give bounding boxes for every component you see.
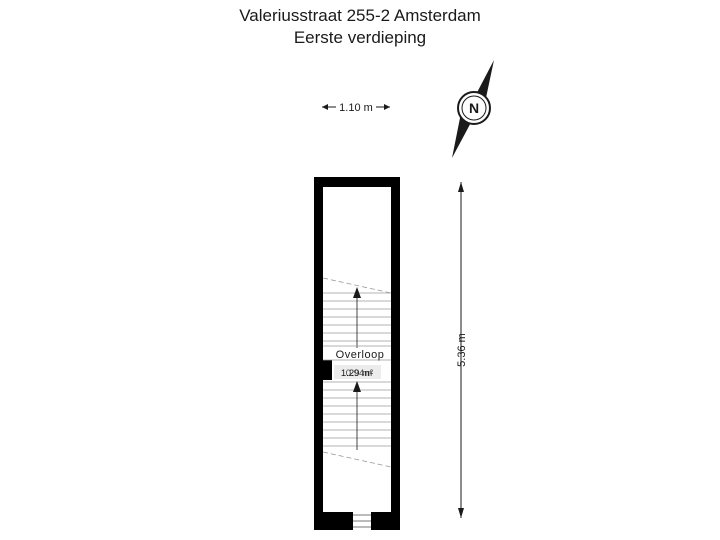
scale-bar: 1.10 m [322,102,390,114]
room-name: Overloop [336,349,385,361]
plan-title: Valeriusstraat 255-2 Amsterdam [239,6,481,25]
compass-north-icon: N [452,60,494,158]
landing [323,345,391,361]
stair-upper [322,277,392,348]
walls [314,177,400,530]
doorway [353,514,371,528]
height-dimension-label: 5.36 m [456,333,468,367]
room-area: 1.29 m² [341,368,373,379]
floor-subtitle: Eerste verdieping [293,28,427,47]
height-dimension: 5.36 m [456,182,468,518]
room-dimension: 0.94m [346,368,372,379]
stair-lower [322,381,392,468]
scale-bar-label: 1.10 m [339,102,373,114]
room-label: Overloop 1.29 m² 0.94m [334,349,384,379]
compass-north-letter: N [469,100,479,116]
